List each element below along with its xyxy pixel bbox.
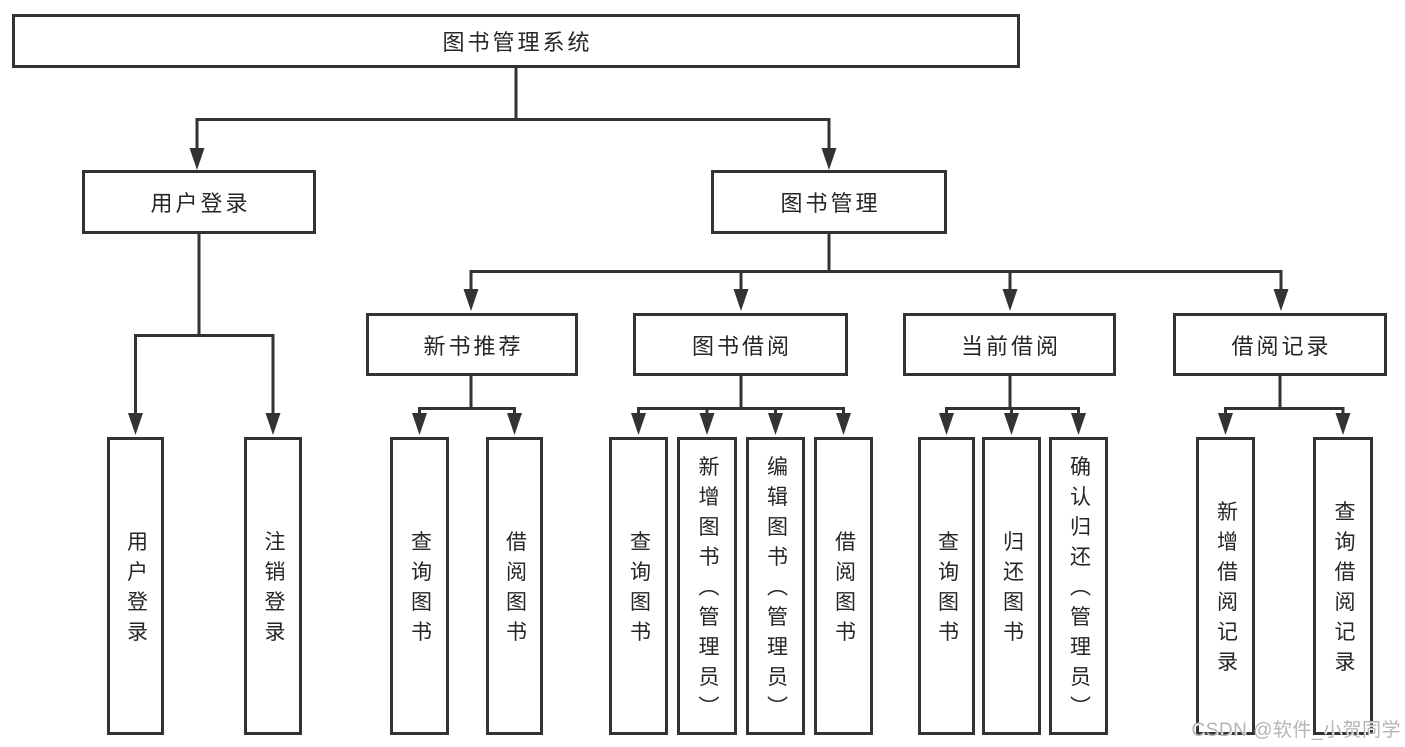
node-book-management-label: 图书管理 [780,191,881,216]
leaf-confirm-return-admin: 确认归还（管理员） [1049,437,1108,735]
leaf-query-book-borrow-label: 查询图书 [627,530,651,651]
leaf-borrow-book-recommend: 借阅图书 [486,437,543,735]
leaf-logout-label: 注销登录 [262,530,285,651]
node-current-borrow-label: 当前借阅 [960,333,1061,359]
leaf-user-login-label: 用户登录 [124,530,148,651]
leaf-add-book-admin: 新增图书（管理员） [677,437,737,735]
leaf-query-book-recommend: 查询图书 [390,437,449,735]
leaf-return-book: 归还图书 [982,437,1041,735]
leaf-add-book-admin-label: 新增图书（管理员） [696,455,719,726]
leaf-borrow-book-label: 借阅图书 [832,530,856,651]
leaf-query-borrow-record: 查询借阅记录 [1313,437,1373,735]
node-book-borrow-label: 图书借阅 [691,333,792,359]
node-new-book-recommend-label: 新书推荐 [423,333,524,359]
leaf-query-book-current-label: 查询图书 [935,530,959,651]
leaf-edit-book-admin: 编辑图书（管理员） [746,437,805,735]
leaf-borrow-book-recommend-label: 借阅图书 [503,530,527,651]
node-borrow-records-label: 借阅记录 [1231,333,1332,359]
node-book-management: 图书管理 [711,170,947,234]
leaf-confirm-return-admin-label: 确认归还（管理员） [1067,455,1091,726]
node-current-borrow: 当前借阅 [903,313,1116,376]
leaf-logout: 注销登录 [244,437,302,735]
leaf-add-borrow-record-label: 新增借阅记录 [1214,500,1238,681]
node-book-borrow: 图书借阅 [633,313,848,376]
leaf-add-borrow-record: 新增借阅记录 [1196,437,1255,735]
leaf-query-borrow-record-label: 查询借阅记录 [1332,500,1355,681]
leaf-edit-book-admin-label: 编辑图书（管理员） [764,455,788,726]
leaf-return-book-label: 归还图书 [1000,530,1024,651]
node-user-login: 用户登录 [82,170,316,234]
leaf-borrow-book: 借阅图书 [814,437,873,735]
node-user-login-label: 用户登录 [150,191,251,216]
leaf-query-book-borrow: 查询图书 [609,437,668,735]
node-root-label: 图书管理系统 [442,30,593,55]
node-root: 图书管理系统 [12,14,1020,68]
leaf-user-login: 用户登录 [107,437,164,735]
leaf-query-book-recommend-label: 查询图书 [408,530,432,651]
node-borrow-records: 借阅记录 [1173,313,1387,376]
node-new-book-recommend: 新书推荐 [366,313,578,376]
leaf-query-book-current: 查询图书 [918,437,975,735]
